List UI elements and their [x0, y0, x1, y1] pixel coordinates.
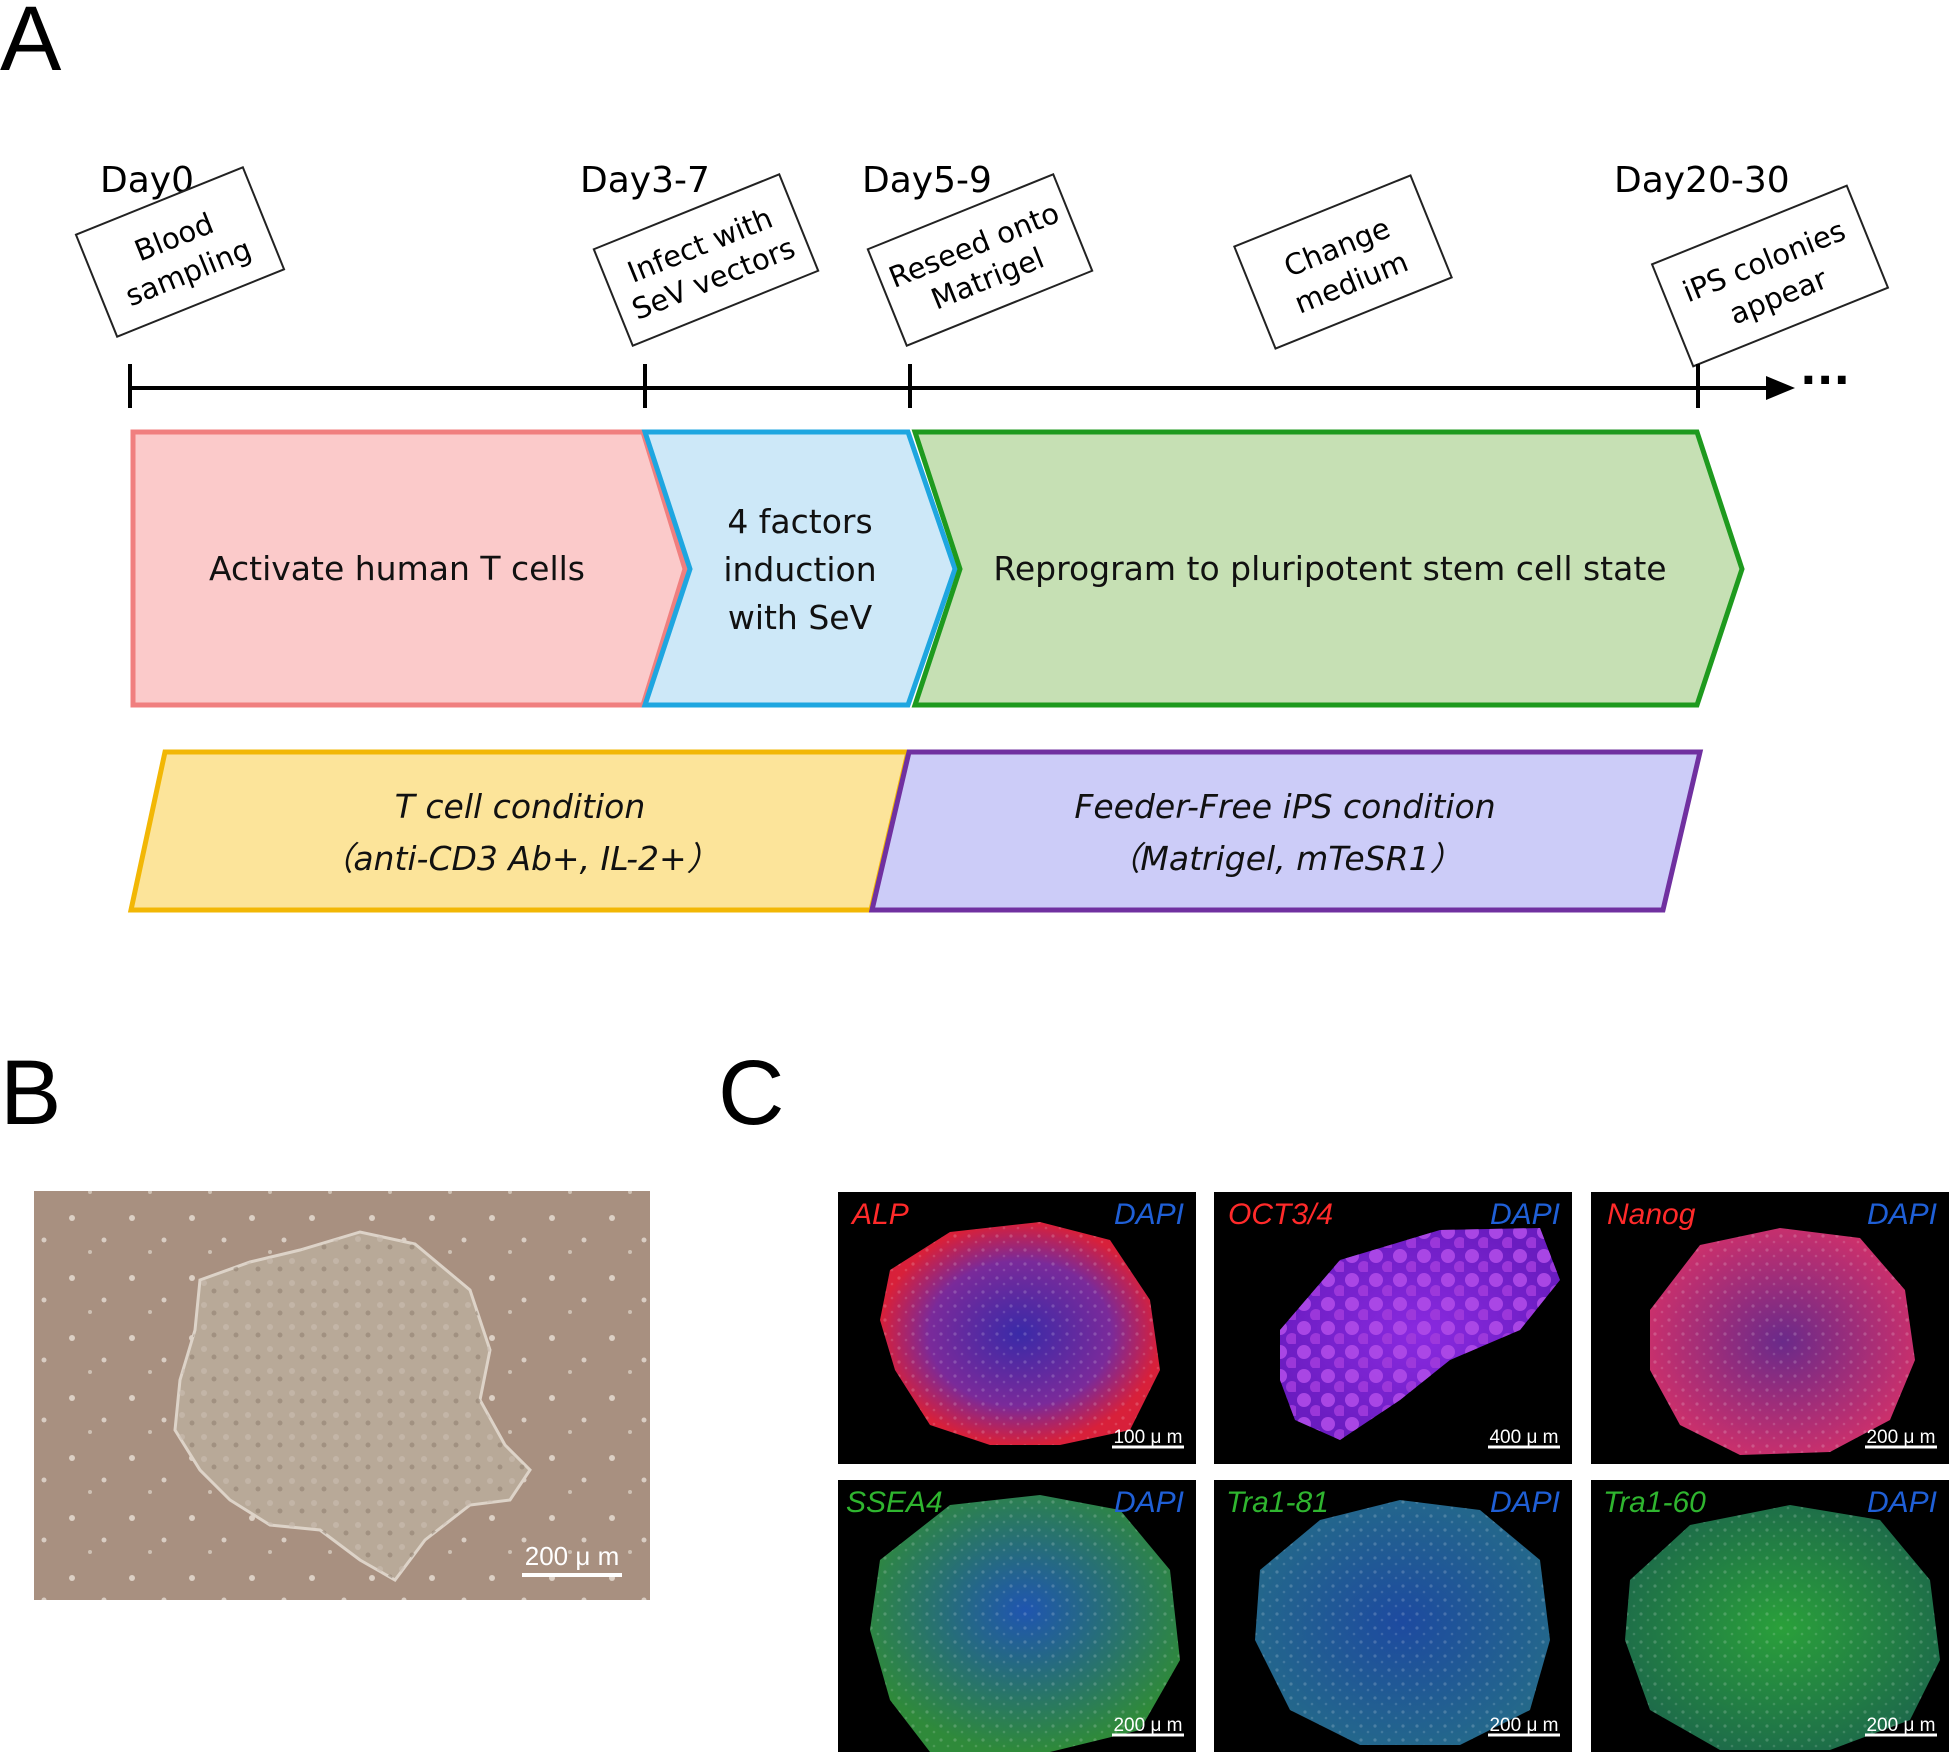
condition-bar	[868, 749, 1704, 913]
stage-label: with SeV	[728, 598, 873, 637]
condition-label: Feeder-Free iPS condition	[1074, 787, 1495, 826]
stain-counter-label: DAPI	[1490, 1198, 1560, 1231]
scale-bar-label: 200 μ m	[1866, 1715, 1935, 1736]
stain-counter-label: DAPI	[1490, 1486, 1560, 1519]
stain-marker-label: Tra1-60	[1603, 1486, 1706, 1519]
stain-marker-label: ALP	[850, 1198, 909, 1231]
condition-bar	[127, 749, 912, 913]
stain-marker-label: SSEA4	[846, 1486, 943, 1519]
stage-arrow	[130, 429, 688, 708]
stain-counter-label: DAPI	[1867, 1198, 1937, 1231]
scale-bar-label: 200 μ m	[525, 1541, 619, 1571]
condition-label: T cell condition	[395, 787, 646, 826]
timeline-note: iPS colonies appear	[1650, 184, 1890, 368]
scale-bar-label: 100 μ m	[1113, 1427, 1182, 1448]
stage-label: Activate human T cells	[209, 549, 585, 588]
condition-label: （anti-CD3 Ab+, IL-2+）	[320, 839, 719, 878]
stain-panel	[1214, 1480, 1572, 1752]
day-label: Day3-7	[580, 160, 710, 201]
stain-counter-label: DAPI	[1114, 1198, 1184, 1231]
panel-label-b: B	[0, 1042, 61, 1144]
scale-bar-label: 200 μ m	[1866, 1427, 1935, 1448]
stain-counter-label: DAPI	[1114, 1486, 1184, 1519]
stain-panel	[1591, 1480, 1949, 1752]
day-label: Day5-9	[862, 160, 992, 201]
stage-label: 4 factors	[727, 502, 872, 541]
scale-bar-label: 200 μ m	[1113, 1715, 1182, 1736]
condition-label: （Matrigel, mTeSR1）	[1107, 839, 1462, 878]
stain-marker-label: Nanog	[1607, 1198, 1696, 1231]
scale-bar-label: 400 μ m	[1489, 1427, 1558, 1448]
stain-panel	[838, 1480, 1196, 1752]
stage-arrow	[641, 429, 958, 708]
stage-label: Reprogram to pluripotent stem cell state	[993, 549, 1666, 588]
stain-panel	[1214, 1192, 1572, 1464]
scale-bar-label: 200 μ m	[1489, 1715, 1558, 1736]
stain-panel	[838, 1192, 1196, 1464]
stage-label: induction	[723, 550, 876, 589]
stage-arrow	[911, 429, 1745, 708]
timeline-note: Reseed onto Matrigel	[866, 173, 1094, 347]
panel-label-c: C	[718, 1042, 784, 1144]
stain-panel	[1591, 1192, 1949, 1464]
timeline-note: Change medium	[1233, 174, 1453, 350]
stain-marker-label: Tra1-81	[1226, 1486, 1329, 1519]
timeline-axis	[128, 364, 1795, 408]
stain-counter-label: DAPI	[1867, 1486, 1937, 1519]
brightfield-micrograph	[34, 1191, 650, 1600]
day-label: Day20-30	[1614, 160, 1790, 201]
timeline-ellipsis: ···	[1800, 355, 1850, 406]
stain-marker-label: OCT3/4	[1228, 1198, 1333, 1231]
panel-label-a: A	[0, 0, 62, 90]
